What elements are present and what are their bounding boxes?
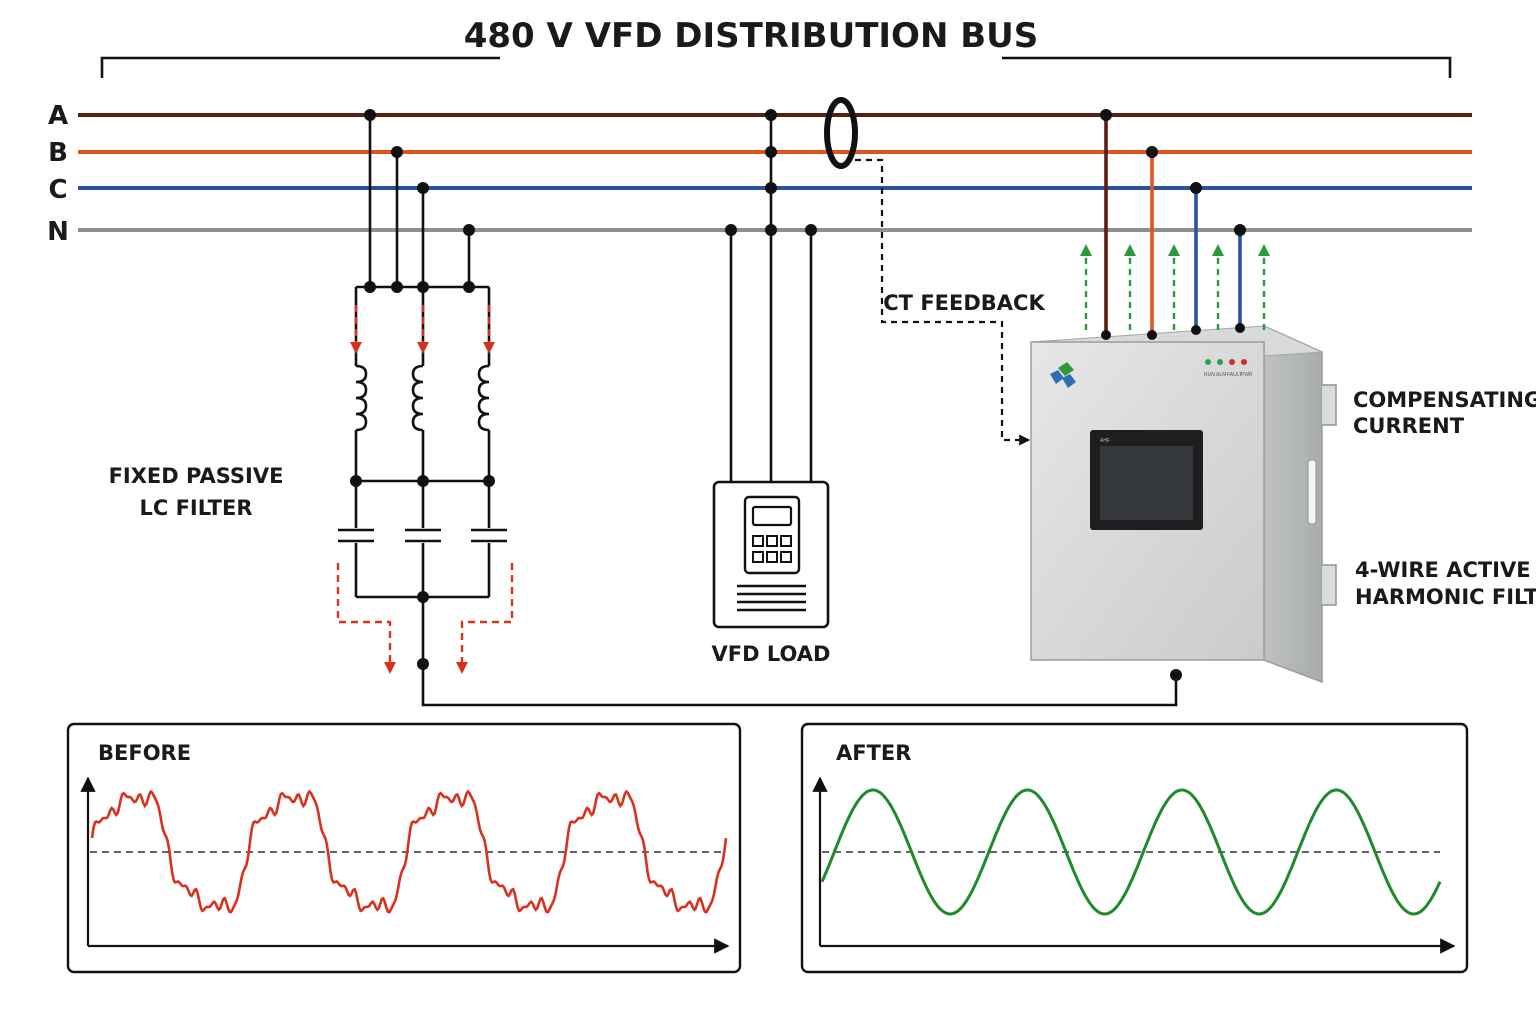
vfd-load: VFD LOAD <box>712 109 831 666</box>
bus-title-group: 480 V VFD DISTRIBUTION BUS <box>100 16 1452 78</box>
ct-feedback-line <box>855 158 1031 446</box>
mount-brackets <box>1322 384 1337 606</box>
indicator-text-alm: ALM <box>1216 372 1226 378</box>
ct-feedback-label: CT FEEDBACK <box>883 291 1045 315</box>
vfd-keys <box>752 535 792 563</box>
brand-logo <box>1050 362 1076 388</box>
bus-bars: A B C N <box>47 101 1472 247</box>
panel-brand-text: AHF <box>1100 438 1110 444</box>
passive-filter-label-2: LC FILTER <box>139 496 252 520</box>
before-chart-panel: BEFORE <box>66 722 742 974</box>
indicator-text-pwr: PWR <box>1241 372 1253 378</box>
harmonic-arrow-4 <box>336 563 396 674</box>
after-chart-panel: AFTER <box>800 722 1469 974</box>
ahf-label-2: HARMONIC FILTER <box>1355 585 1536 609</box>
touch-panel-screen[interactable] <box>1100 446 1193 520</box>
capacitor-1 <box>338 528 374 543</box>
indicator-lights: RUN ALM FAULT PWR <box>1204 359 1253 378</box>
ahf-label-1: 4-WIRE ACTIVE <box>1355 558 1531 582</box>
after-waveform <box>820 788 1442 916</box>
active-harmonic-filter: RUN ALM FAULT PWR AHF COMPENSATING CURRE… <box>1030 109 1536 684</box>
indicator-pwr <box>1241 359 1247 365</box>
indicator-text-run: RUN <box>1204 372 1215 378</box>
capacitor-2 <box>405 528 441 543</box>
inductor-3 <box>477 364 490 432</box>
phase-label-b: B <box>48 138 68 168</box>
vfd-display <box>751 505 793 527</box>
inductor-2 <box>411 364 424 432</box>
inductor-1 <box>355 364 368 432</box>
title-bracket-right <box>1002 56 1452 78</box>
phase-label-n: N <box>47 217 69 247</box>
current-transformer: CT FEEDBACK <box>824 97 1045 446</box>
vfd-load-label: VFD LOAD <box>712 642 831 666</box>
cabinet-handle <box>1307 459 1317 525</box>
before-chart-frame <box>66 722 742 974</box>
before-waveform <box>90 789 728 914</box>
title-bracket-left <box>100 56 500 78</box>
after-chart-frame <box>800 722 1469 974</box>
phase-label-c: C <box>48 175 67 205</box>
capacitor-3 <box>471 528 507 543</box>
passive-filter-label-1: FIXED PASSIVE <box>109 464 284 488</box>
vfd-vent <box>737 584 806 612</box>
indicator-text-fault: FAULT <box>1227 372 1242 378</box>
harmonic-arrow-5 <box>456 563 514 674</box>
indicator-fault <box>1229 359 1235 365</box>
after-chart-title: AFTER <box>836 741 911 765</box>
passive-lc-filter: FIXED PASSIVE LC FILTER <box>109 109 1182 707</box>
ct-ring <box>824 97 858 169</box>
indicator-run <box>1205 359 1211 365</box>
phase-label-a: A <box>48 101 68 131</box>
compensating-label-2: CURRENT <box>1353 414 1465 438</box>
indicator-alm <box>1217 359 1223 365</box>
compensation-arrows <box>1080 244 1270 330</box>
before-chart-title: BEFORE <box>98 741 191 765</box>
bus-title: 480 V VFD DISTRIBUTION BUS <box>464 16 1039 56</box>
compensating-label-1: COMPENSATING <box>1353 388 1536 412</box>
